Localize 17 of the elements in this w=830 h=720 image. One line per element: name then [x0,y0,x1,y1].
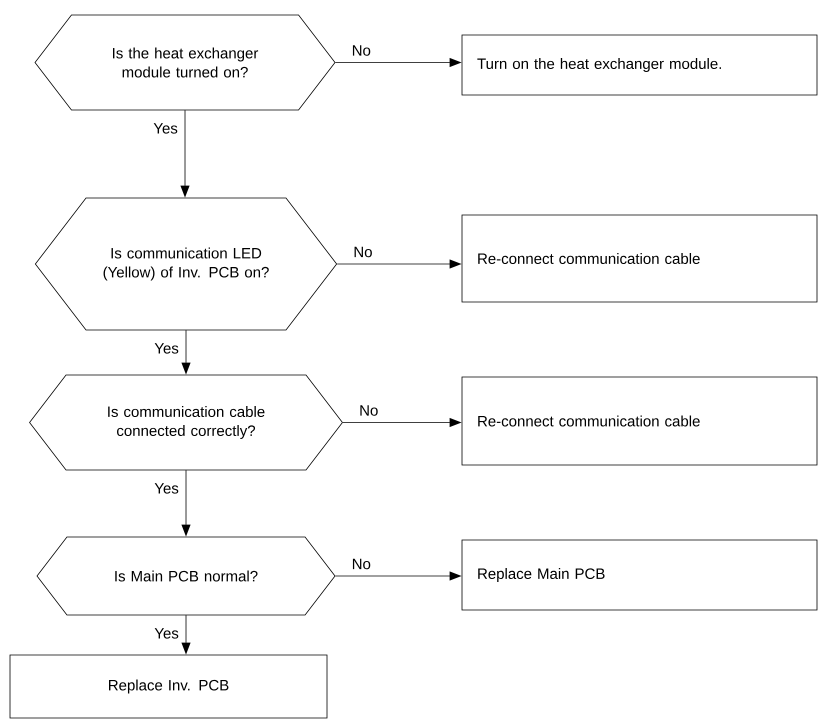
edge-label: Yes [154,343,178,354]
edge-label: No [352,558,370,570]
edge-label: No [354,246,372,258]
edge-label: No [360,405,378,416]
decision-hexagon: Is Main PCB normal? [36,536,336,616]
process-box: Replace Inv. PCB [10,654,328,718]
decision-hexagon: Is communication cable connected correctly? [29,374,343,470]
process-box: Re-connect communication cable [462,376,818,466]
process-box: Re-connect communication cable [462,214,818,302]
process-box: Turn on the heat exchanger module. [462,34,818,96]
edge-label: Yes [154,123,178,134]
edge-label: Yes [154,483,178,494]
process-box: Replace Main PCB [462,540,818,610]
edge-label: No [352,45,370,56]
edge-label: Yes [154,628,178,639]
decision-hexagon: Is the heat exchanger module turned on? [34,14,336,110]
decision-hexagon: Is communication LED (Yellow) of Inv. PCB on? [34,198,338,330]
